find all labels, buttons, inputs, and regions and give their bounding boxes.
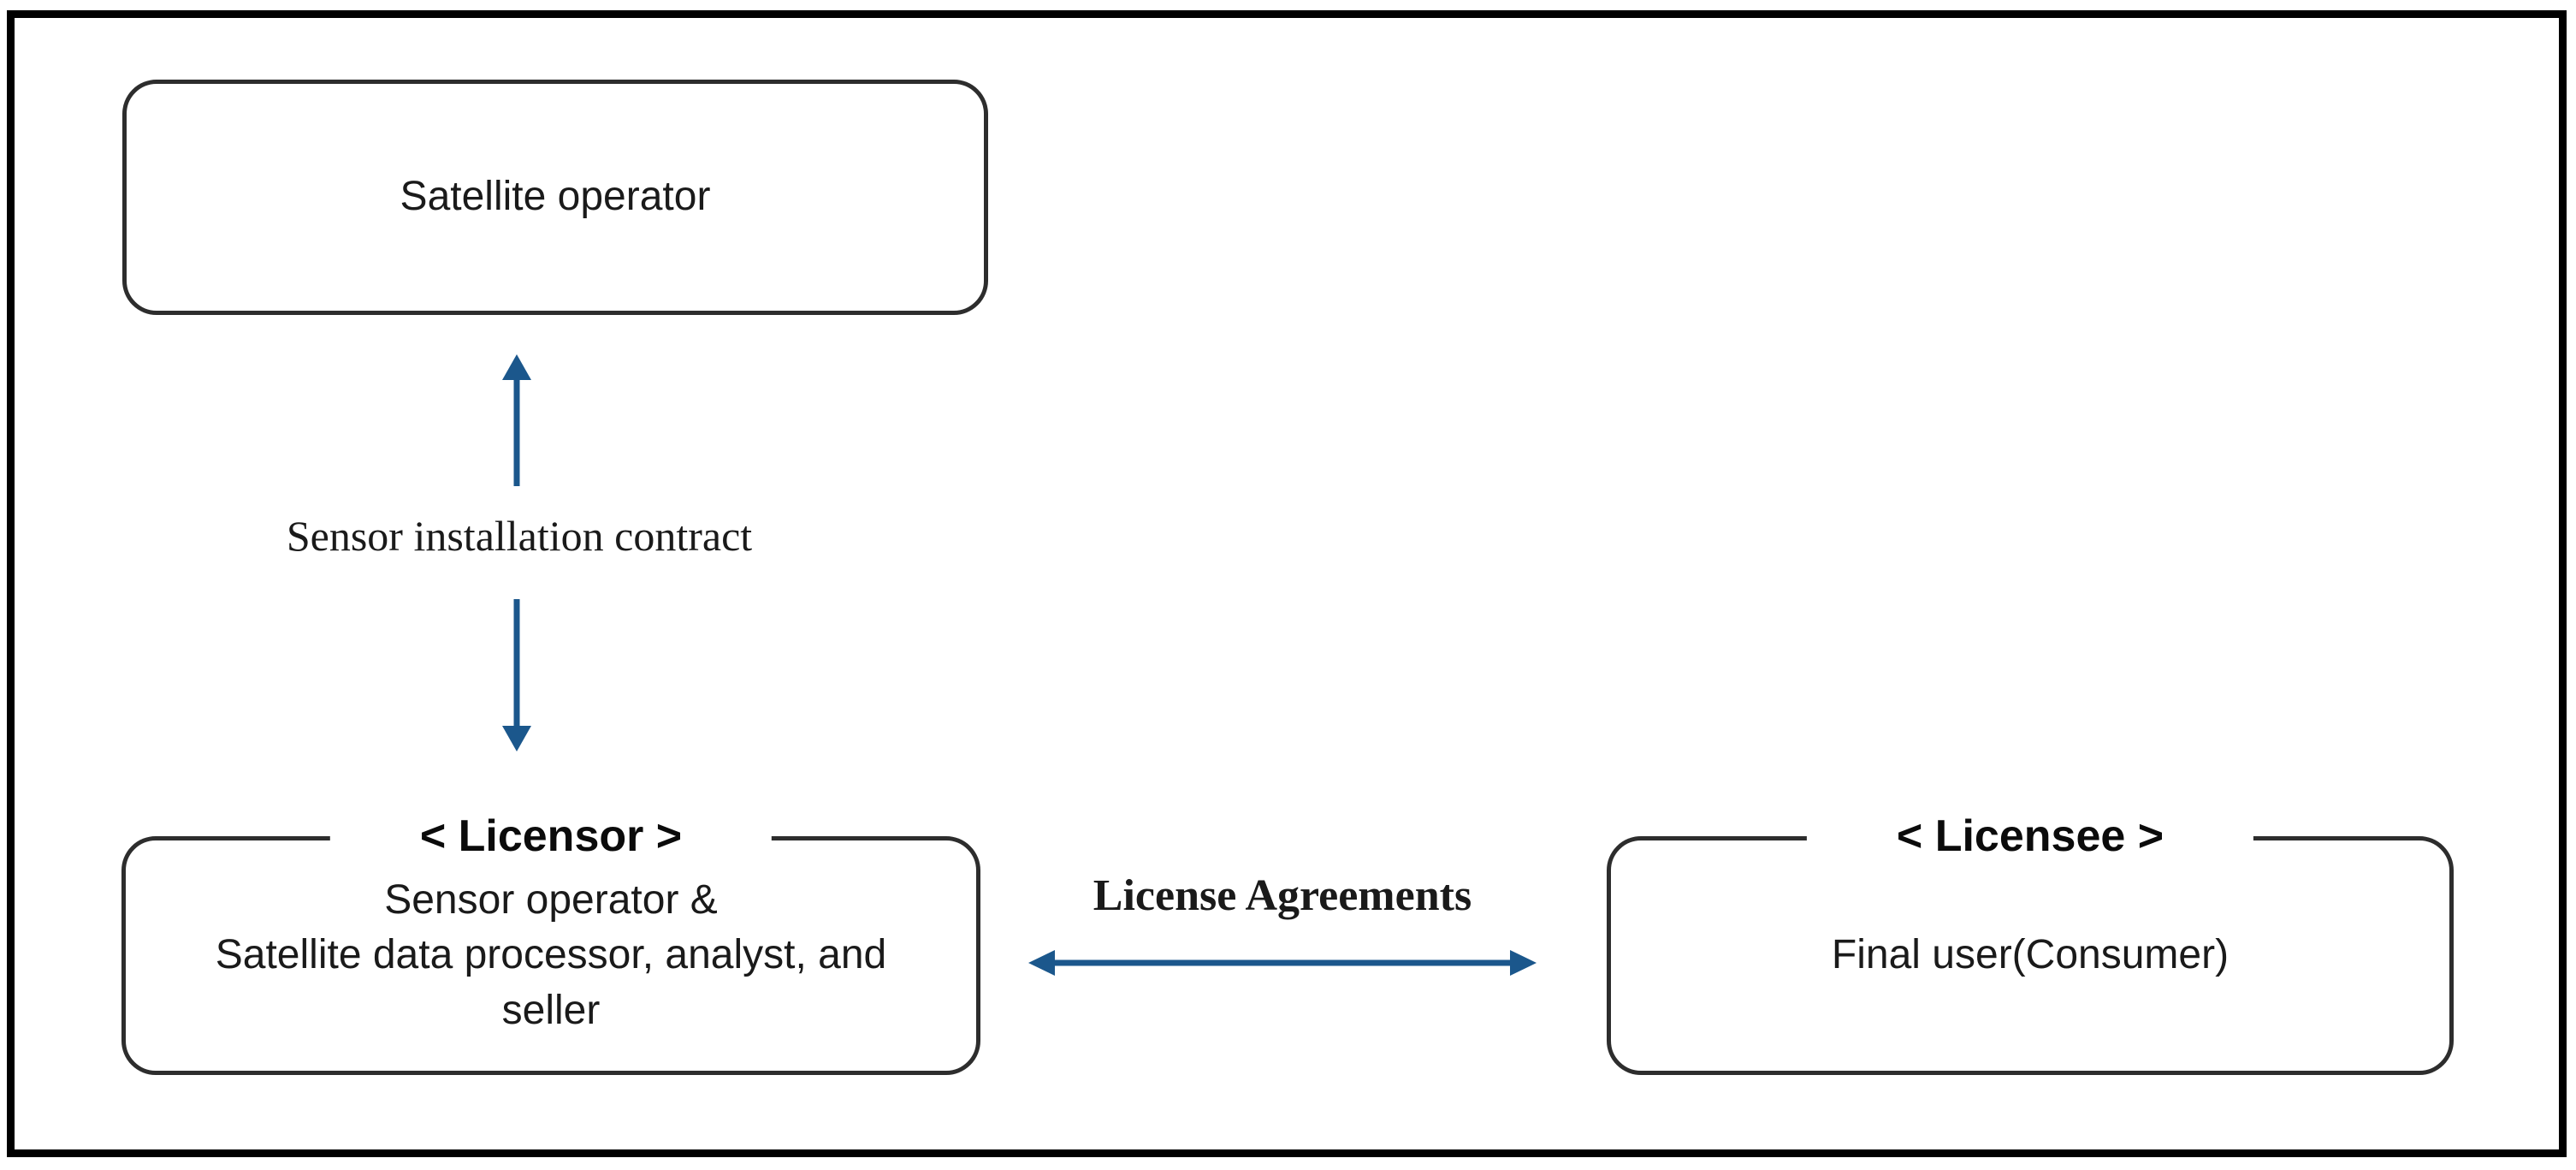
licensor-title: < Licensor > [329, 809, 773, 864]
sensor-installation-contract-label: Sensor installation contract [286, 512, 753, 560]
diagram-outer-border [7, 10, 2567, 1157]
licensee-title: < Licensee > [1806, 809, 2254, 864]
licensor-line-2: Satellite data processor, analyst, and [215, 932, 887, 978]
licensee-label: Final user(Consumer) [1831, 932, 2230, 978]
licensor-box: < Licensor > Sensor operator & Satellite… [121, 809, 980, 1075]
satellite-operator-label: Satellite operator [400, 174, 711, 220]
satellite-operator-box: Satellite operator [122, 80, 988, 315]
license-agreements-label: License Agreements [1093, 871, 1472, 920]
licensor-line-3: seller [501, 987, 601, 1033]
licensor-line-1: Sensor operator & [384, 877, 718, 924]
licensee-box: < Licensee > Final user(Consumer) [1607, 809, 2454, 1075]
